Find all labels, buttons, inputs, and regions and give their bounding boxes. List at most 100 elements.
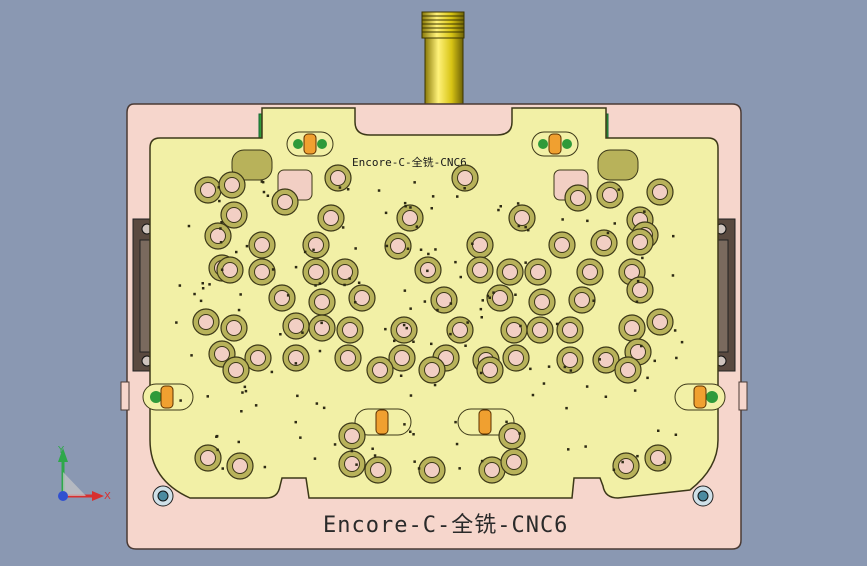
locator-slot[interactable] [286, 131, 334, 157]
small-hole [377, 189, 381, 192]
locator-slot[interactable] [457, 408, 515, 436]
small-hole [531, 393, 535, 397]
hole-ring [218, 171, 246, 199]
small-hole [674, 433, 678, 436]
plate-label-large: Encore-C-全铣-CNC6 [323, 513, 568, 538]
small-hole [220, 268, 224, 271]
small-hole [680, 340, 684, 344]
small-hole [524, 261, 527, 264]
small-hole [312, 248, 315, 252]
small-hole [423, 300, 427, 303]
small-hole [479, 307, 483, 311]
small-hole [456, 195, 459, 198]
hole-ring [302, 258, 330, 286]
small-hole [426, 269, 429, 273]
small-hole [314, 284, 317, 287]
corner-bolt[interactable] [152, 485, 174, 507]
hole-ring [282, 312, 310, 340]
small-hole [338, 186, 342, 189]
corner-bolt[interactable] [692, 485, 714, 507]
threaded-rod [421, 11, 465, 107]
small-hole [371, 447, 374, 450]
small-hole [318, 282, 322, 285]
small-hole [220, 221, 223, 224]
small-hole [219, 227, 222, 230]
small-hole [354, 247, 357, 250]
small-hole [403, 289, 407, 292]
small-hole [464, 344, 467, 347]
hole-ring [498, 422, 526, 450]
hole-ring [388, 344, 416, 372]
hole-ring [576, 258, 604, 286]
locator-slot[interactable] [354, 408, 412, 436]
locator-slot[interactable] [142, 383, 194, 411]
hole-ring [644, 444, 672, 472]
small-hole [215, 435, 218, 438]
hole-ring [496, 258, 524, 286]
hole-ring [308, 314, 336, 342]
small-hole [266, 194, 270, 197]
small-hole [235, 250, 238, 254]
hole-ring [248, 231, 276, 259]
hole-ring [446, 316, 474, 344]
small-hole [219, 241, 223, 244]
small-hole [454, 420, 457, 424]
small-hole [405, 326, 408, 330]
small-hole [555, 322, 559, 326]
small-hole [294, 420, 297, 424]
small-hole [355, 463, 358, 466]
hole-ring [508, 204, 536, 232]
small-hole [527, 228, 530, 232]
small-hole [373, 454, 377, 457]
small-hole [598, 358, 601, 361]
hole-ring [248, 258, 276, 286]
small-hole [569, 369, 573, 372]
small-hole [193, 292, 196, 296]
hole-ring [500, 316, 528, 344]
small-hole [237, 440, 240, 444]
small-hole [241, 391, 244, 394]
hole-ring [418, 456, 446, 484]
small-hole [350, 449, 354, 453]
hole-ring [466, 256, 494, 284]
small-hole [641, 256, 644, 260]
small-hole [663, 461, 666, 464]
small-hole [206, 395, 209, 398]
hole-ring [216, 256, 244, 284]
hole-ring [348, 284, 376, 312]
small-hole [221, 467, 224, 470]
hole-ring [548, 231, 576, 259]
small-hole [294, 265, 298, 269]
small-hole [412, 433, 415, 436]
hole-ring [317, 204, 345, 232]
small-hole [263, 465, 267, 469]
locator-slot[interactable] [674, 383, 726, 411]
small-hole [217, 186, 220, 189]
hole-ring [556, 346, 584, 374]
small-hole [518, 432, 521, 435]
hole-ring [366, 356, 394, 384]
small-hole [201, 282, 204, 285]
small-hole [430, 207, 433, 210]
small-hole [613, 222, 616, 225]
hole-ring [592, 346, 620, 374]
locator-slot[interactable] [531, 131, 579, 157]
small-hole [333, 443, 337, 446]
small-hole [346, 188, 350, 191]
small-hole [409, 307, 412, 310]
hole-ring [220, 201, 248, 229]
small-hole [409, 206, 412, 209]
small-hole [208, 283, 211, 286]
small-hole [524, 225, 527, 229]
small-hole [216, 448, 219, 452]
small-hole [402, 323, 406, 327]
hole-ring [568, 286, 596, 314]
small-hole [313, 457, 317, 460]
small-hole [497, 208, 500, 212]
hole-ring [502, 344, 530, 372]
hole-ring [384, 232, 412, 260]
small-hole [431, 195, 435, 198]
small-hole [419, 248, 423, 251]
